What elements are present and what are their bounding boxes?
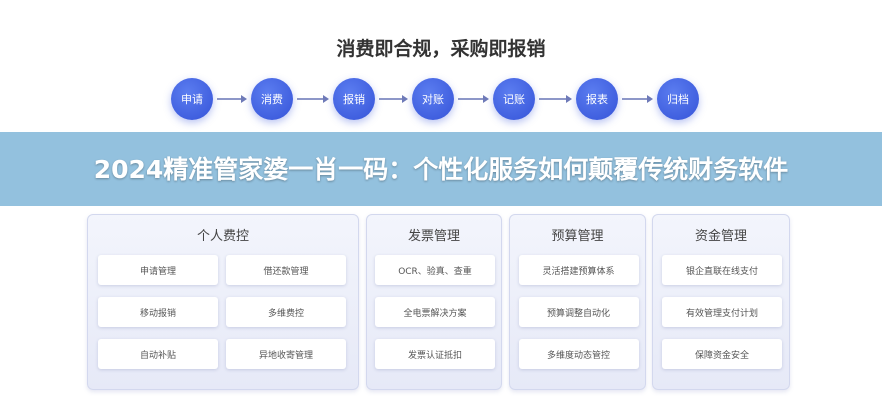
flow-step: 报销 bbox=[333, 78, 375, 120]
flow-step: 记账 bbox=[493, 78, 535, 120]
flow-step: 归档 bbox=[657, 78, 699, 120]
arrow-icon bbox=[458, 95, 489, 103]
panel-title: 个人费控 bbox=[196, 229, 249, 244]
feature-item: 银企直联在线支付 bbox=[662, 255, 782, 285]
flow-step: 对账 bbox=[412, 78, 454, 120]
process-flow: 申请消费报销对账记账报表归档 bbox=[0, 78, 882, 122]
feature-item: 借还款管理 bbox=[226, 255, 346, 285]
panel-title: 资金管理 bbox=[694, 229, 747, 244]
feature-item: 预算调整自动化 bbox=[518, 297, 639, 327]
feature-item: 自动补贴 bbox=[98, 339, 218, 369]
diagram-title: 消费即合规，采购即报销 bbox=[336, 38, 546, 60]
feature-item: 发票认证抵扣 bbox=[375, 339, 495, 369]
feature-item: 申请管理 bbox=[98, 255, 218, 285]
panel-0: 个人费控申请管理借还款管理移动报销多维费控自动补贴异地收寄管理 bbox=[87, 214, 359, 390]
flow-step: 报表 bbox=[576, 78, 618, 120]
feature-item: 灵活搭建预算体系 bbox=[518, 255, 639, 285]
arrow-icon bbox=[217, 95, 247, 103]
headline-banner: 2024精准管家婆一肖一码：个性化服务如何颠覆传统财务软件 bbox=[0, 132, 882, 206]
arrow-icon bbox=[539, 95, 572, 103]
arrow-icon bbox=[379, 95, 408, 103]
panel-title: 预算管理 bbox=[551, 229, 604, 244]
panel-2: 预算管理灵活搭建预算体系预算调整自动化多维度动态管控 bbox=[509, 214, 646, 390]
feature-item: 异地收寄管理 bbox=[226, 339, 346, 369]
panel-3: 资金管理银企直联在线支付有效管理支付计划保障资金安全 bbox=[652, 214, 790, 390]
feature-item: 多维度动态管控 bbox=[518, 339, 639, 369]
feature-item: 保障资金安全 bbox=[662, 339, 782, 369]
headline-text: 2024精准管家婆一肖一码：个性化服务如何颠覆传统财务软件 bbox=[93, 154, 789, 184]
feature-item: 全电票解决方案 bbox=[375, 297, 495, 327]
arrow-icon bbox=[297, 95, 329, 103]
feature-item: 多维费控 bbox=[226, 297, 346, 327]
feature-item: 有效管理支付计划 bbox=[662, 297, 782, 327]
arrow-icon bbox=[622, 95, 653, 103]
flow-step: 申请 bbox=[171, 78, 213, 120]
panel-1: 发票管理 OCR、验真、查重全电票解决方案发票认证抵扣 bbox=[366, 214, 502, 390]
feature-item: OCR、验真、查重 bbox=[375, 255, 495, 285]
panel-title: 发票管理 bbox=[407, 229, 460, 244]
flow-step: 消费 bbox=[251, 78, 293, 120]
feature-item: 移动报销 bbox=[98, 297, 218, 327]
